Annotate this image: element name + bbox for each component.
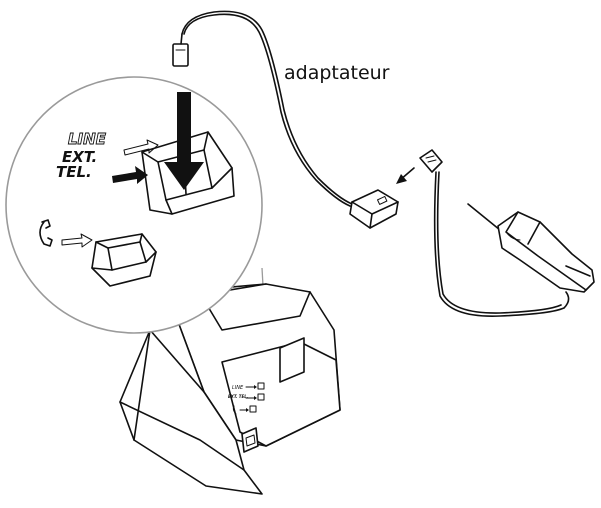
adapter-cable: [181, 10, 353, 205]
handset-cord: [433, 171, 570, 317]
device-arrow-line: [245, 382, 265, 390]
handset-icon: [39, 219, 53, 247]
zoom-lens: LINE EXT. TEL.: [5, 76, 263, 334]
device-arrow-ext: [245, 393, 265, 401]
adapter-block: [349, 189, 399, 229]
solid-arrow-ext-icon: [112, 166, 148, 184]
base-station: [119, 283, 341, 495]
adapter-caption: adaptateur: [284, 62, 390, 84]
zoom-label-tel: TEL.: [56, 163, 92, 181]
device-label-ext-tel: EXT. TEL.: [228, 394, 249, 399]
zoom-label-ext: EXT.: [62, 148, 97, 166]
connect-arrow-icon: [396, 167, 415, 184]
outline-arrow-handset-icon: [61, 233, 93, 248]
outline-arrow-line-icon: [123, 139, 159, 156]
device-handset-icon: [232, 405, 257, 415]
plug-top: [172, 33, 189, 67]
device-label-line: LINE: [232, 385, 244, 391]
insert-arrow-icon: [164, 92, 204, 190]
cordless-handset: [467, 203, 595, 293]
handset-plug: [419, 149, 443, 173]
zoom-label-line: LINE: [68, 130, 107, 148]
device-port-labels: LINE EXT. TEL.: [228, 382, 265, 415]
zoom-port-bottom: [91, 233, 157, 287]
